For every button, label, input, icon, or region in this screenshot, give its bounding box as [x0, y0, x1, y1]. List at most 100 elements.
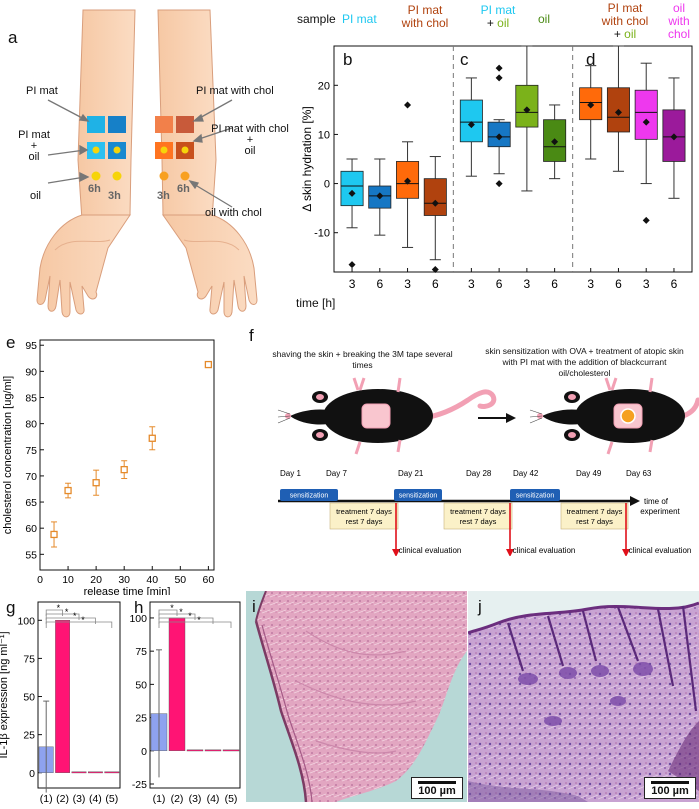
data-point: [204, 360, 213, 369]
y-tick-label: 55: [25, 549, 37, 561]
plot-frame: [149, 601, 241, 789]
schema-caption-right: skin sensitization with OVA + treatment …: [485, 346, 684, 378]
panel-label-g: g: [6, 598, 16, 617]
mean-marker: [642, 118, 650, 126]
significance-star: *: [57, 603, 61, 613]
timeline-day-label: Day 42: [513, 469, 539, 478]
timeline-arrowhead: [630, 496, 640, 506]
x-tick-label: 3: [468, 277, 475, 290]
label-3h-left: 3h: [108, 190, 121, 202]
y-axis-title: IL-1β expression [ng ml⁻¹]: [0, 631, 10, 758]
significance-bracket: [158, 613, 196, 620]
panel-label-b: b: [343, 50, 353, 69]
rest-label: rest 7 days: [576, 517, 613, 526]
x-tick-label: 6: [551, 277, 558, 290]
significance-star: *: [170, 603, 174, 613]
significance-star: *: [197, 615, 201, 625]
scale-bar-j: 100 µm: [644, 777, 696, 799]
timeline-day-label: Day 7: [326, 469, 347, 478]
panel-label-f: f: [249, 326, 254, 345]
mouse-treated: [529, 377, 699, 455]
mean-marker: [431, 199, 439, 207]
mouse-shaved: [277, 377, 497, 455]
sensitization-block: [510, 489, 560, 501]
bar: [204, 749, 222, 752]
timeline-day-label: Day 63: [626, 469, 652, 478]
x-tick-label: 6: [615, 277, 622, 290]
bar: [186, 749, 204, 752]
header-pi-mat: PI mat: [342, 12, 377, 26]
x-tick-label: 40: [146, 574, 158, 586]
header-oil: oil: [538, 12, 551, 26]
x-tick-label: 6: [496, 277, 503, 290]
label-pi-mat-oil: PI mat+oil: [18, 129, 50, 163]
label-pi-mat-chol: PI mat with chol: [196, 85, 274, 97]
x-tick-label: (1): [153, 793, 166, 805]
panel-label-h: h: [134, 598, 144, 617]
label-6h-right: 6h: [177, 183, 190, 195]
panel-label-e: e: [6, 333, 16, 352]
treatment-label: treatment 7 days: [450, 507, 506, 516]
panel-label-c: c: [460, 50, 469, 69]
mean-marker: [551, 138, 559, 146]
y-tick-label: 75: [135, 646, 147, 658]
evaluation-arrowhead: [506, 549, 514, 556]
tnfa-bar-chart: -250255075100TNF α expression [ng ml⁻¹](…: [129, 601, 241, 805]
x-tick-label: 10: [62, 574, 74, 586]
y-tick-label: 25: [23, 730, 35, 742]
y-tick-label: 85: [25, 393, 37, 405]
x-tick-label: (5): [225, 793, 238, 805]
mean-marker: [404, 177, 412, 185]
mice-illustration: [277, 377, 699, 455]
y-tick-label: -25: [132, 779, 147, 791]
significance-bracket: [45, 617, 96, 624]
outlier-marker: [348, 261, 356, 269]
x-tick-label: (3): [189, 793, 202, 805]
x-tick-label: 60: [203, 574, 215, 586]
significance-bracket: [158, 609, 178, 616]
y-tick-label: 75: [25, 445, 37, 457]
header-pi-mat-oil: PI mat + oil: [480, 3, 516, 30]
panel-label-j: j: [478, 597, 482, 616]
x-tick-label: 3: [587, 277, 594, 290]
mean-marker: [348, 189, 356, 197]
y-tick-label: 0: [141, 746, 147, 758]
y-tick-label: 0: [324, 179, 330, 191]
x-tick-label: 20: [90, 574, 102, 586]
treatment-block: [560, 502, 629, 530]
box-b: [340, 170, 364, 207]
sensitization-label: sensitization: [290, 493, 329, 500]
sample-label: sample: [297, 12, 336, 26]
mean-marker: [587, 101, 595, 109]
y-tick-label: 75: [23, 653, 35, 665]
y-tick-label: 100: [17, 615, 35, 627]
y-tick-label: 50: [23, 692, 35, 704]
mean-marker: [614, 108, 622, 116]
label-oil: oil: [30, 190, 42, 202]
x-tick-label: 6: [671, 277, 678, 290]
y-tick-label: 100: [129, 613, 147, 625]
sensitization-label: sensitization: [399, 493, 438, 500]
y-tick-label: 0: [29, 768, 35, 780]
y-tick-label: 80: [25, 419, 37, 431]
sensitization-label: sensitization: [516, 493, 555, 500]
outlier-marker: [495, 180, 503, 188]
y-axis-title: Δ skin hydration [%]: [300, 106, 314, 211]
treatment-label: treatment 7 days: [567, 507, 623, 516]
schema-caption-left: shaving the skin + breaking the 3M tape …: [272, 349, 453, 370]
y-tick-label: 20: [318, 80, 330, 92]
y-tick-label: 70: [25, 471, 37, 483]
x-axis-title: release time [min]: [84, 586, 171, 595]
box-b: [423, 178, 447, 216]
y-tick-label: 90: [25, 366, 37, 378]
y-tick-label: 65: [25, 497, 37, 509]
x-tick-label: (2): [56, 793, 69, 805]
x-tick-label: (1): [40, 793, 53, 805]
x-tick-label: 50: [174, 574, 186, 586]
mean-marker: [467, 121, 475, 129]
